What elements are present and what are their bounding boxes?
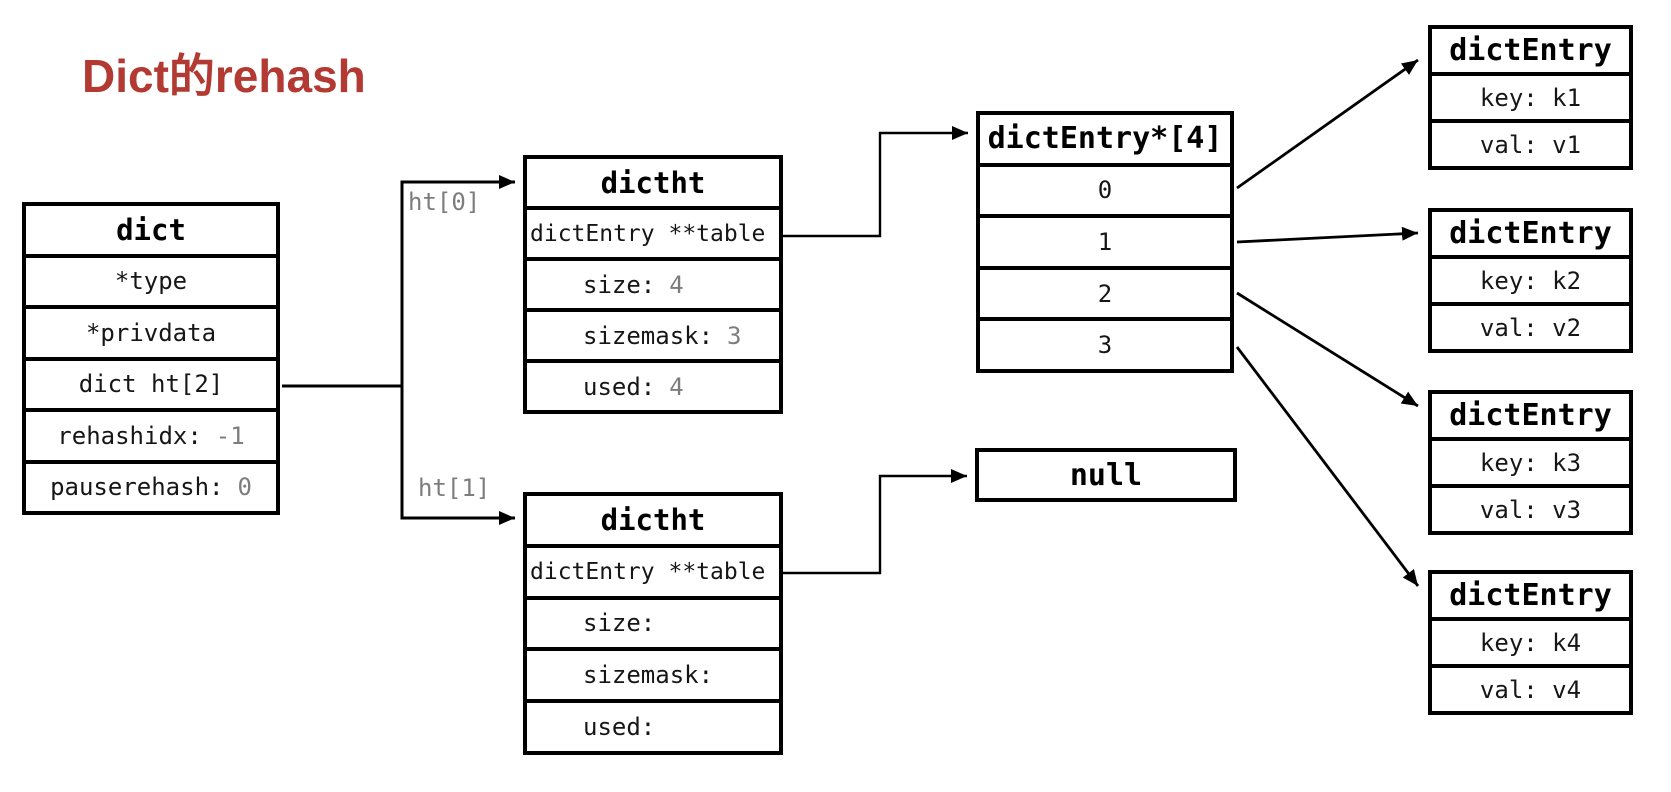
field-label: pauserehash: — [50, 473, 224, 502]
field-label: used: — [583, 713, 656, 742]
arrow-table-to-null — [782, 469, 967, 575]
dict-entry-header: dictEntry — [1449, 216, 1612, 251]
dict-row-pauserehash: pauserehash: 0 — [26, 459, 276, 512]
field-value: 0 — [237, 473, 252, 502]
bucket-slot-2: 2 — [980, 265, 1230, 318]
dict-entry-key-row: key: k2 — [1432, 255, 1629, 302]
field-label: rehashidx: — [57, 421, 202, 450]
dictht-ht1-row-sizemask: sizemask: — [527, 647, 779, 699]
dictht-ht0-header: dictht — [600, 165, 706, 200]
field-label: size: — [583, 270, 656, 299]
dict-box-header: dict — [116, 212, 186, 247]
arrow-slot2-to-entry3 — [1236, 291, 1419, 408]
page-title: Dict的rehash — [82, 50, 366, 102]
bucket-array-box: dictEntry*[4] 0 1 2 3 — [976, 111, 1234, 373]
dict-box: dict *type *privdata dict ht[2] rehashid… — [22, 202, 280, 515]
dict-entry-box-3: dictEntry key: k3 val: v3 — [1428, 390, 1633, 535]
dictht-ht0-row-table: dictEntry **table — [527, 206, 779, 257]
field-label: sizemask: — [583, 661, 714, 690]
arrow-slot0-to-entry1 — [1236, 58, 1419, 190]
field-label: dict ht[2] — [78, 370, 224, 399]
dict-entry-val-row: val: v2 — [1432, 302, 1629, 349]
dictht-ht1-row-size: size: — [527, 595, 779, 648]
dict-row-ht-array: dict ht[2] — [26, 356, 276, 409]
arrow-table-to-bucket-array — [783, 126, 968, 238]
dict-entry-box-1: dictEntry key: k1 val: v1 — [1428, 25, 1633, 170]
dict-row-privdata: *privdata — [26, 305, 276, 357]
field-label: sizemask: — [583, 321, 714, 350]
dictht-ht0-row-size: size: 4 — [527, 257, 779, 308]
dictht-ht1-header: dictht — [600, 502, 706, 537]
arrow-slot1-to-entry2 — [1236, 226, 1419, 244]
dict-entry-val-row: val: v1 — [1432, 119, 1629, 166]
null-box: null — [975, 448, 1237, 502]
field-value: -1 — [215, 421, 245, 450]
field-label: size: — [583, 609, 656, 638]
dict-entry-val-row: val: v4 — [1432, 664, 1629, 711]
field-label: *type — [114, 267, 188, 296]
dictht-ht0-row-sizemask: sizemask: 3 — [527, 308, 779, 359]
dict-row-type: *type — [26, 253, 276, 306]
dict-entry-val-row: val: v3 — [1432, 484, 1629, 531]
dict-entry-key-row: key: k4 — [1432, 617, 1629, 664]
dict-entry-header: dictEntry — [1449, 398, 1612, 433]
null-box-label: null — [1069, 457, 1143, 493]
dictht-ht1-box: dictht dictEntry **table size: sizemask:… — [523, 492, 783, 755]
dictht-ht1-row-table: dictEntry **table — [527, 543, 779, 596]
arrow-slot3-to-entry4 — [1235, 346, 1420, 587]
ht1-branch-label: ht[1] — [418, 474, 491, 502]
dictht-ht0-box: dictht dictEntry **table size: 4 sizemask… — [523, 155, 783, 414]
ht0-branch-label: ht[0] — [408, 188, 481, 216]
dictht-ht0-row-used: used: 4 — [527, 359, 779, 410]
field-label: used: — [583, 372, 656, 401]
bucket-array-header: dictEntry*[4] — [987, 121, 1223, 157]
dict-row-rehashidx: rehashidx: -1 — [26, 408, 276, 460]
bucket-slot-1: 1 — [980, 214, 1230, 266]
dict-entry-key-row: key: k3 — [1432, 437, 1629, 484]
dict-entry-box-2: dictEntry key: k2 val: v2 — [1428, 208, 1633, 353]
dict-entry-header: dictEntry — [1449, 578, 1612, 613]
field-label: *privdata — [85, 318, 217, 347]
field-value: 3 — [727, 321, 742, 350]
dict-entry-header: dictEntry — [1449, 33, 1612, 68]
dictht-ht1-row-used: used: — [527, 699, 779, 751]
bucket-slot-3: 3 — [980, 317, 1230, 369]
dict-entry-key-row: key: k1 — [1432, 72, 1629, 119]
field-value: 4 — [669, 372, 684, 401]
field-value: 4 — [669, 270, 684, 299]
dict-entry-box-4: dictEntry key: k4 val: v4 — [1428, 570, 1633, 715]
bucket-slot-0: 0 — [980, 162, 1230, 215]
